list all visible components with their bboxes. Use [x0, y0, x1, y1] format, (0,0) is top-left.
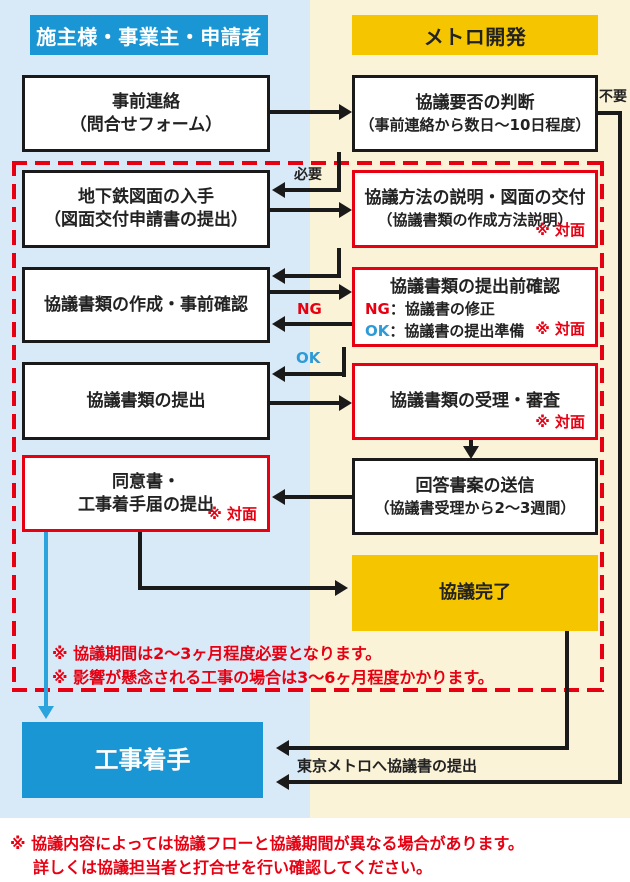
- arrow-contact-to-judge-line: [270, 110, 341, 114]
- arrow-consent-to-complete-hline: [138, 586, 337, 590]
- box-send-response-draft: 回答書案の送信 （協議書受理から2～3週間）: [352, 458, 598, 535]
- arrow-drawings-to-explain-line: [270, 208, 341, 212]
- arrow-not-required-vline: [618, 111, 622, 784]
- box-submit-documents: 協議書類の提出: [22, 362, 270, 440]
- arrow-complete-to-start-head: [276, 740, 289, 756]
- ok-key: OK: [365, 321, 390, 340]
- box-advance-contact-line2: （問合せフォーム）: [69, 114, 223, 135]
- box-explain-method-meeting-note: ※ 対面: [535, 220, 585, 239]
- box-accept-review: 協議書類の受理・審査 ※ 対面: [352, 363, 598, 440]
- box-presubmission-meeting-note: ※ 対面: [535, 319, 585, 338]
- arrow-response-to-consent-line: [283, 495, 352, 499]
- box-send-response-draft-line2: （協議書受理から2～3週間）: [374, 498, 576, 517]
- box-presubmission-check-title: 協議書類の提出前確認: [390, 277, 560, 297]
- period-dashed-border-top: [12, 161, 604, 165]
- metro-header-label: メトロ開発: [423, 24, 527, 49]
- box-consent-and-start-notice: 同意書・ 工事着手届の提出 ※ 対面: [22, 455, 270, 532]
- period-dashed-border-left: [12, 161, 16, 692]
- box-explain-method-line2: （協議書類の作成方法説明）: [377, 211, 573, 230]
- box-presubmission-ng-line: NG：協議書の修正: [355, 299, 595, 321]
- arrow-required-head: [272, 182, 285, 198]
- arrow-prepare-to-check-head: [339, 284, 352, 300]
- arrow-ok-vline: [342, 347, 346, 377]
- box-obtain-subway-drawings: 地下鉄図面の入手 （図面交付申請書の提出）: [22, 170, 270, 248]
- footer-note-2: 詳しくは協議担当者と打合せを行い確認してください。: [33, 858, 433, 877]
- box-prepare-documents-line1: 協議書類の作成・事前確認: [44, 294, 248, 315]
- ok-value: ：協議書の提出準備: [389, 321, 525, 340]
- arrow-review-to-response-line: [469, 440, 473, 448]
- arrow-review-to-response-head: [463, 446, 479, 459]
- arrow-not-required-top-hline: [597, 111, 622, 115]
- box-judge-necessity-line2: （事前連絡から数日～10日程度）: [359, 115, 591, 134]
- label-required: 必要: [294, 167, 322, 183]
- box-negotiation-complete: 協議完了: [352, 555, 598, 631]
- arrow-explain-to-prepare-vline: [337, 248, 341, 278]
- arrow-submit-to-review-head: [339, 395, 352, 411]
- arrow-explain-to-prepare-hline: [283, 274, 341, 278]
- box-obtain-subway-drawings-line1: 地下鉄図面の入手: [78, 187, 214, 208]
- arrow-not-required-bottom-hline: [287, 780, 622, 784]
- arrow-prepare-to-check-line: [270, 290, 341, 294]
- arrow-ok-hline: [283, 372, 346, 376]
- box-submit-documents-line1: 協議書類の提出: [86, 390, 206, 411]
- box-consent-meeting-note: ※ 対面: [207, 504, 257, 523]
- arrow-required-hline: [283, 188, 341, 192]
- arrow-consent-to-start-line: [44, 532, 48, 708]
- ng-key: NG: [365, 299, 390, 318]
- box-accept-review-meeting-note: ※ 対面: [535, 412, 585, 431]
- box-presubmission-check: 協議書類の提出前確認 NG：協議書の修正 OK：協議書の提出準備 ※ 対面: [352, 267, 598, 347]
- arrow-ng-head: [272, 316, 285, 332]
- note-period-1: ※ 協議期間は2～3ヶ月程度必要となります。: [52, 644, 382, 663]
- box-send-response-draft-line1: 回答書案の送信: [415, 475, 535, 496]
- arrow-not-required-head: [276, 774, 289, 790]
- arrow-drawings-to-explain-head: [339, 202, 352, 218]
- arrow-complete-to-start-vline: [565, 631, 569, 750]
- arrow-complete-to-start-hline: [287, 746, 569, 750]
- metro-header: メトロ開発: [352, 15, 598, 55]
- box-presubmission-ok-line: OK：協議書の提出準備: [355, 321, 595, 343]
- ng-value: ：協議書の修正: [389, 299, 495, 318]
- box-judge-necessity-line1: 協議要否の判断: [415, 92, 535, 113]
- box-construction-start: 工事着手: [22, 722, 263, 798]
- arrow-required-vline: [337, 152, 341, 192]
- box-explain-method: 協議方法の説明・図面の交付 （協議書類の作成方法説明） ※ 対面: [352, 170, 598, 248]
- label-ok: OK: [296, 349, 321, 367]
- footer-note-1: ※ 協議内容によっては協議フローと協議期間が異なる場合があります。: [10, 834, 524, 853]
- box-advance-contact-line1: 事前連絡: [112, 91, 180, 112]
- arrow-consent-to-complete-vline: [138, 532, 142, 590]
- arrow-response-to-consent-head: [272, 489, 285, 505]
- label-submit-to-metro: 東京メトロへ協議書の提出: [297, 757, 478, 775]
- box-advance-contact: 事前連絡 （問合せフォーム）: [22, 75, 270, 152]
- box-construction-start-label: 工事着手: [94, 745, 191, 774]
- box-consent-line2: 工事着手届の提出: [78, 494, 214, 515]
- label-ng: NG: [297, 300, 322, 318]
- note-period-2: ※ 影響が懸念される工事の場合は3～6ヶ月程度かかります。: [52, 668, 494, 687]
- box-negotiation-complete-label: 協議完了: [439, 581, 511, 603]
- arrow-consent-to-complete-head: [335, 580, 348, 596]
- arrow-submit-to-review-line: [270, 401, 341, 405]
- arrow-consent-to-start-head: [38, 706, 54, 719]
- box-prepare-documents: 協議書類の作成・事前確認: [22, 267, 270, 343]
- arrow-explain-to-prepare-head: [272, 268, 285, 284]
- arrow-ok-head: [272, 366, 285, 382]
- label-not-required: 不要: [599, 89, 627, 105]
- box-consent-line1: 同意書・: [112, 471, 180, 492]
- client-header: 施主様・事業主・申請者: [30, 15, 268, 55]
- box-explain-method-line1: 協議方法の説明・図面の交付: [364, 188, 586, 209]
- arrow-ng-line: [283, 322, 352, 326]
- arrow-contact-to-judge-head: [339, 104, 352, 120]
- box-obtain-subway-drawings-line2: （図面交付申請書の提出）: [44, 210, 248, 230]
- box-judge-necessity: 協議要否の判断 （事前連絡から数日～10日程度）: [352, 75, 598, 152]
- period-dashed-border-bottom: [12, 688, 604, 692]
- client-header-label: 施主様・事業主・申請者: [36, 24, 262, 49]
- period-dashed-border-right: [600, 161, 604, 692]
- box-accept-review-line1: 協議書類の受理・審査: [390, 391, 560, 412]
